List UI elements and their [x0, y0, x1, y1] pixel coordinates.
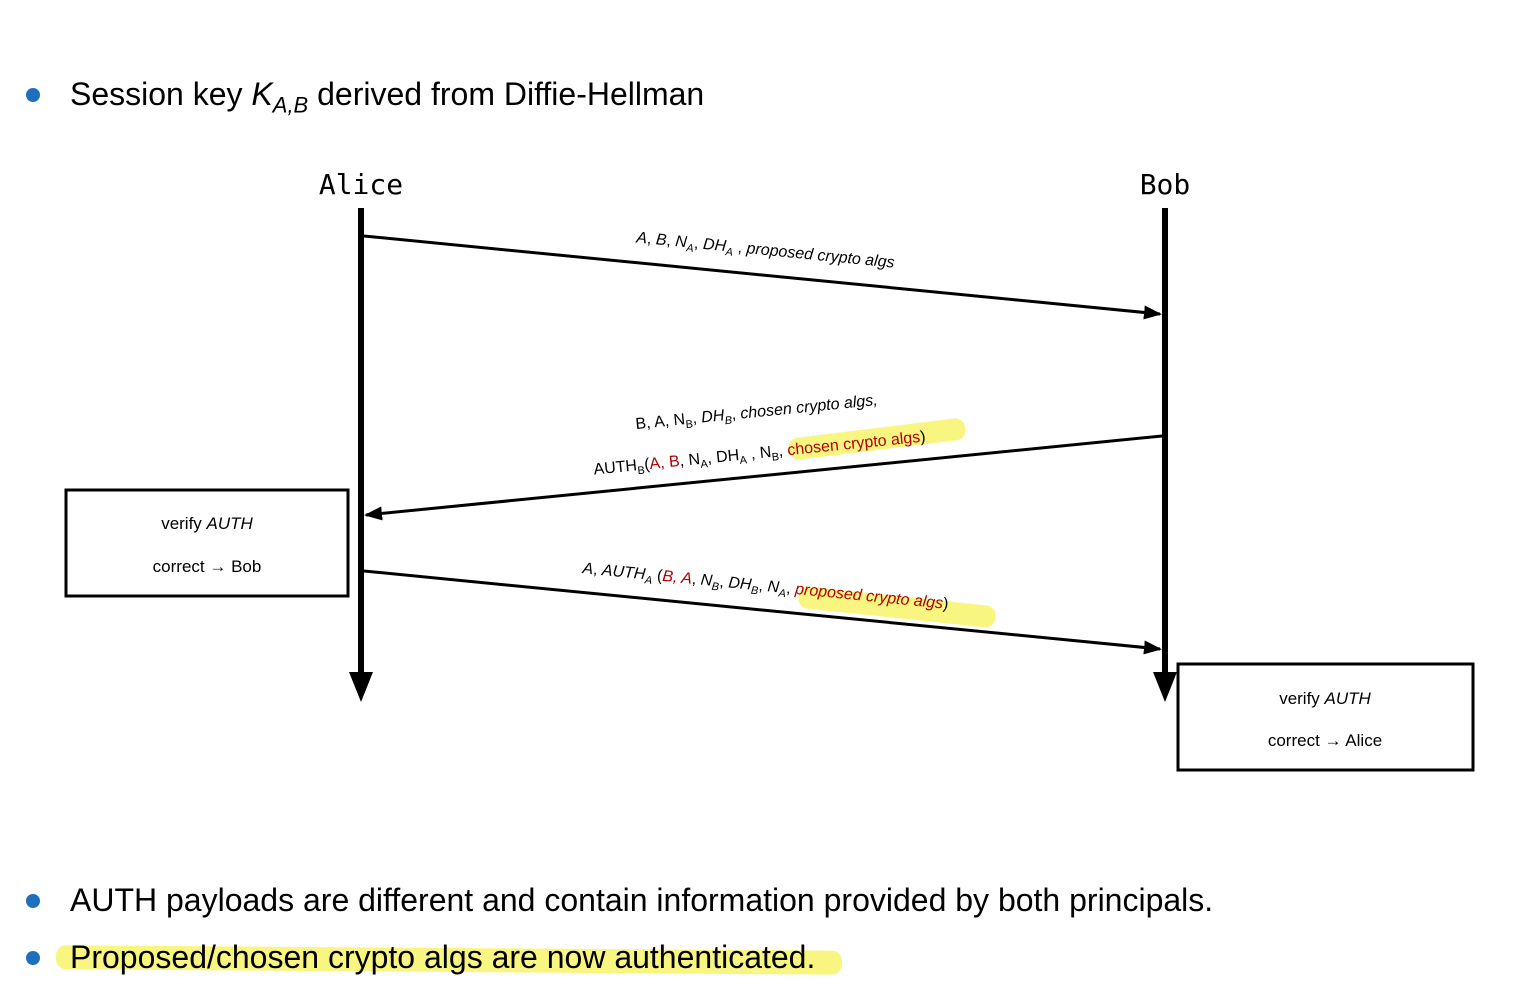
bullet-dot [26, 894, 40, 908]
bob-correct-label: correct → Alice [1268, 731, 1382, 750]
alice-verify-box [64, 488, 350, 598]
key-subscript: A,B [272, 92, 309, 118]
bob-verify-box [1176, 662, 1475, 772]
bob-verify-label: verify AUTH [1279, 689, 1371, 708]
bullet-dot [26, 88, 40, 102]
bullet-text-suffix: derived from Diffie-Hellman [308, 76, 705, 112]
alice-correct-label: correct → Bob [153, 557, 262, 576]
participant-bob: Bob [1140, 168, 1191, 201]
bullet-session-key: Session key KA,B derived from Diffie-Hel… [70, 76, 704, 118]
message-2-label-line2: AUTHB(A, B, NA, DHA , NB, chosen crypto … [593, 429, 927, 482]
message-1-arrow [363, 234, 1162, 320]
alice-lifeline-arrowhead [349, 672, 373, 702]
bullet-text: Session key [70, 76, 252, 112]
key-symbol: K [251, 76, 273, 112]
message-2-label-line1: B, A, NB, DHB, chosen crypto algs, [635, 392, 879, 436]
bullet-dot [26, 951, 40, 965]
participant-alice: Alice [319, 168, 403, 201]
bob-lifeline-arrowhead [1153, 672, 1177, 702]
alice-verify-label: verify AUTH [161, 514, 253, 533]
bullet-algs-authenticated: Proposed/chosen crypto algs are now auth… [70, 939, 816, 975]
message-2-arrow [364, 434, 1163, 521]
bullet-auth-payloads: AUTH payloads are different and contain … [70, 882, 1214, 918]
message-3-arrow [363, 569, 1162, 655]
message-3-label: A, AUTHA (B, A, NB, DHB, NA, proposed cr… [580, 560, 949, 616]
